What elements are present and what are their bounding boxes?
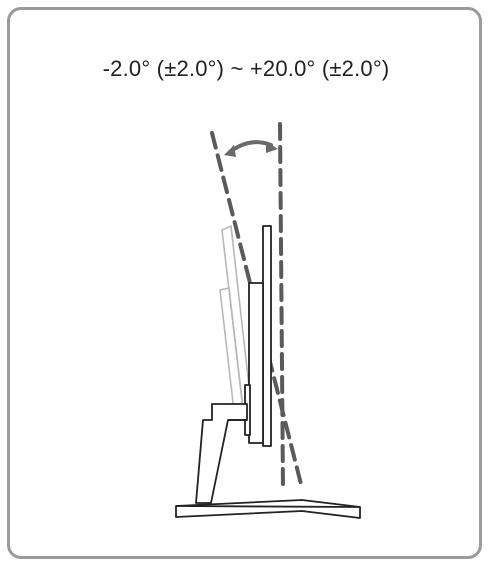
monitor-back-cover (248, 282, 264, 444)
stand-neck (195, 403, 248, 504)
vertical-axis-line (278, 122, 285, 490)
diagram-frame (7, 7, 482, 559)
tilt-range-label: -2.0° (±2.0°) ~ +20.0° (±2.0°) (102, 56, 390, 81)
tilt-arrow-icon (224, 140, 278, 157)
stand-base (175, 499, 361, 519)
tilted-monitor-ghost (219, 224, 252, 412)
monitor-stand (175, 403, 361, 519)
monitor-panel (262, 225, 272, 447)
monitor-upright (244, 225, 272, 447)
